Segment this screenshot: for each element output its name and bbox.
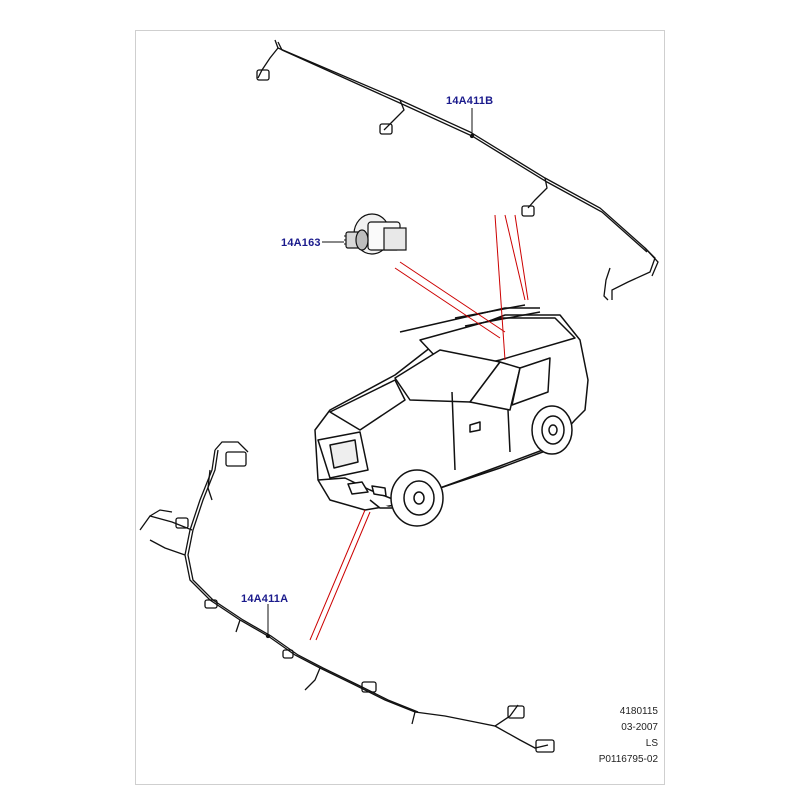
footer-date: 03-2007	[621, 722, 658, 733]
callout-14A163: 14A163	[281, 237, 321, 249]
footer-initials: LS	[645, 738, 658, 749]
vehicle-illustration	[314, 304, 589, 527]
footer-ref-number: 4180115	[619, 706, 658, 717]
callout-leaders	[267, 108, 473, 636]
front-parking-sensor-harness	[139, 441, 555, 753]
callout-14A411A: 14A411A	[241, 593, 289, 605]
parking-sensor-unit	[344, 213, 407, 255]
rear-parking-sensor-harness	[256, 39, 659, 301]
footer-illustration-id: P0116795-02	[598, 754, 658, 765]
callout-14A411B: 14A411B	[446, 95, 494, 107]
leader-lines	[309, 214, 529, 641]
